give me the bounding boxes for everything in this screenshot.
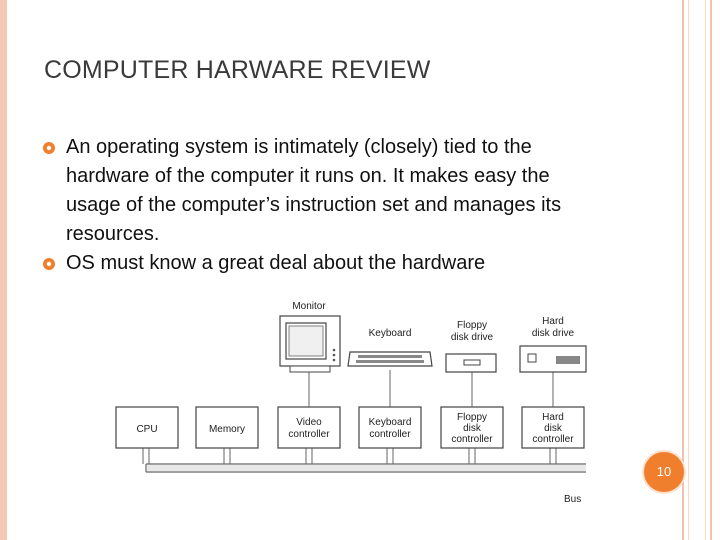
svg-text:Video: Video (296, 417, 322, 428)
bullet-item: OS must know a great deal about the hard… (42, 249, 602, 278)
bullet-list: An operating system is intimately (close… (42, 133, 602, 278)
harddisk-controller-box: Hard disk controller (521, 406, 585, 449)
svg-text:Hard: Hard (542, 412, 564, 423)
svg-text:controller: controller (288, 429, 330, 440)
monitor-device: Monitor (279, 301, 341, 373)
left-frame-border (0, 0, 7, 540)
svg-text:Floppy: Floppy (457, 320, 487, 331)
bullet-text: OS must know a great deal about the hard… (66, 252, 486, 274)
svg-text:Monitor: Monitor (292, 301, 326, 312)
svg-text:Hard: Hard (542, 316, 564, 327)
system-bus (145, 463, 586, 473)
svg-text:disk: disk (463, 423, 482, 434)
floppy-drive-device: Floppy disk drive (445, 320, 497, 373)
svg-text:Memory: Memory (209, 424, 245, 435)
keyboard-device: Keyboard (347, 328, 433, 367)
device-links (308, 370, 554, 407)
floppy-controller-box: Floppy disk controller (440, 406, 504, 449)
video-controller-box: Video controller (277, 406, 341, 449)
right-frame-border (682, 0, 712, 540)
svg-text:controller: controller (369, 429, 411, 440)
svg-text:disk drive: disk drive (451, 332, 494, 343)
slide-title: COMPUTER HARWARE REVIEW (44, 56, 431, 84)
cpu-box: CPU (115, 406, 179, 449)
svg-text:Floppy: Floppy (457, 412, 487, 423)
right-frame-inner-border (688, 0, 706, 540)
svg-text:disk: disk (544, 423, 563, 434)
memory-box: Memory (195, 406, 259, 449)
keyboard-controller-box: Keyboard controller (358, 406, 422, 449)
svg-text:disk drive: disk drive (532, 328, 575, 339)
svg-text:controller: controller (532, 434, 574, 445)
bus-label: Bus (564, 494, 581, 505)
hardware-diagram: Bus CPU Memory Video controller Keyboard… (115, 301, 587, 505)
bullet-text: An operating system is intimately (close… (66, 136, 562, 245)
bullet-gear-icon (43, 258, 55, 270)
harddisk-drive-device: Hard disk drive (519, 316, 587, 373)
svg-text:Keyboard: Keyboard (369, 328, 412, 339)
svg-text:Keyboard: Keyboard (369, 417, 412, 428)
svg-text:CPU: CPU (136, 424, 157, 435)
bullet-gear-icon (43, 142, 55, 154)
bus-connectors (142, 448, 557, 464)
bullet-item: An operating system is intimately (close… (42, 133, 602, 249)
svg-text:controller: controller (451, 434, 493, 445)
slide-number-badge: 10 (642, 450, 686, 494)
